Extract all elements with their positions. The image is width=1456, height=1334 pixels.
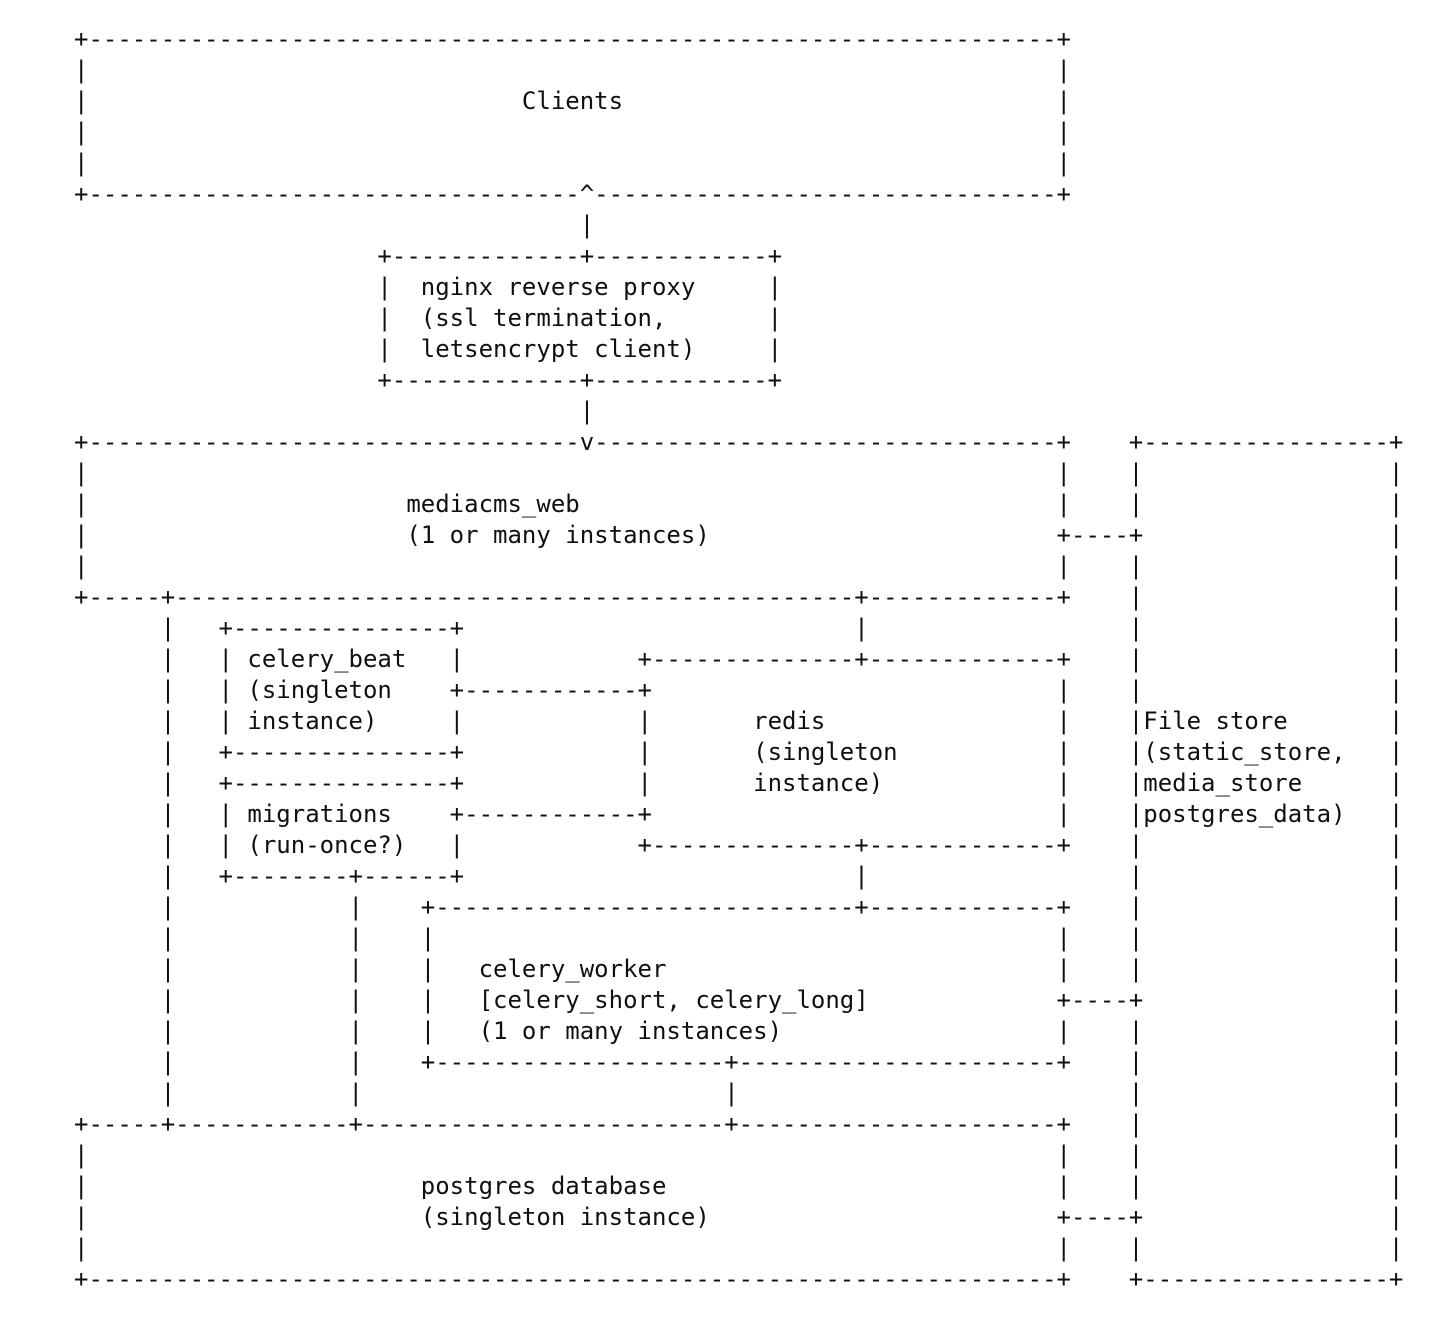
ascii-diagram-text: +---------------------------------------… [74, 25, 1404, 1293]
